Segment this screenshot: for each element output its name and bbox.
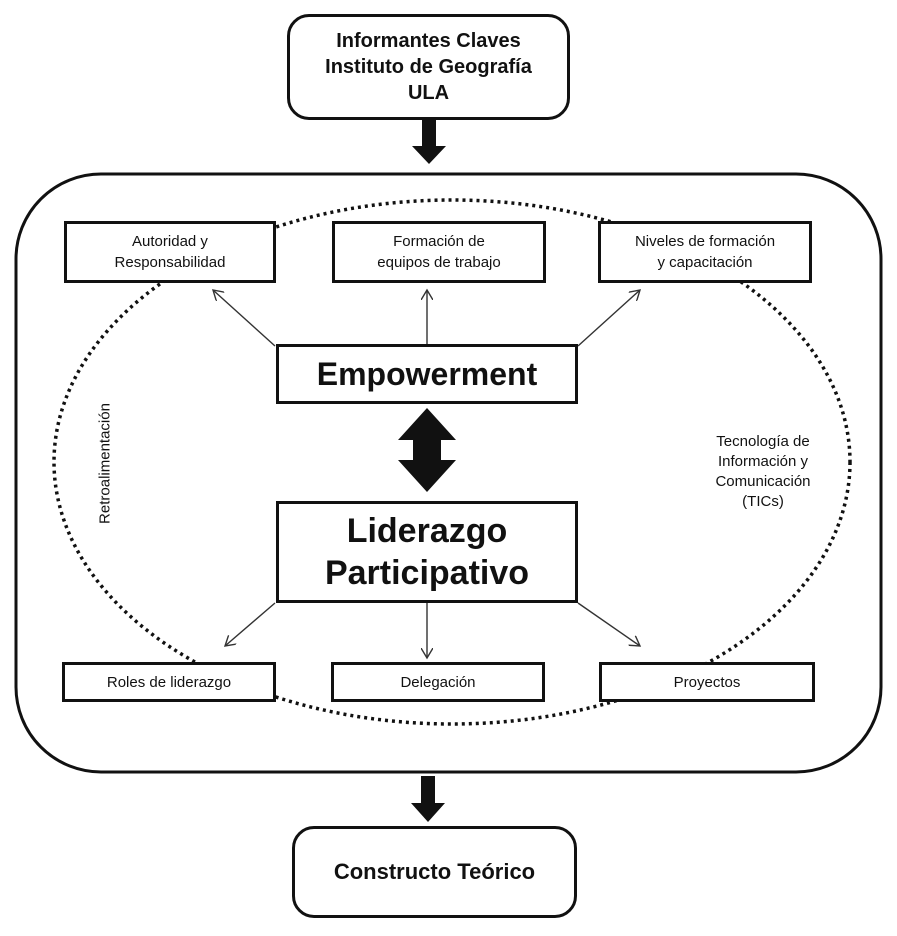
delegacion-label: Delegación bbox=[400, 673, 476, 691]
informantes-box: Informantes Claves Instituto de Geografí… bbox=[287, 14, 570, 120]
empowerment-label: Empowerment bbox=[316, 355, 538, 392]
retroalimentacion-label: Retroalimentación bbox=[96, 403, 114, 524]
roles-box: Roles de liderazgo bbox=[62, 662, 276, 702]
informantes-line-3: ULA bbox=[407, 82, 450, 104]
niveles-box: Niveles de formación y capacitación bbox=[598, 221, 812, 283]
roles-label: Roles de liderazgo bbox=[106, 673, 232, 691]
proyectos-label: Proyectos bbox=[673, 673, 741, 691]
tics-line-1: Tecnología de bbox=[716, 433, 810, 450]
liderazgo-line-2: Participativo bbox=[324, 554, 530, 592]
constructo-box: Constructo Teórico bbox=[292, 826, 577, 918]
autoridad-line-1: Autoridad y bbox=[132, 233, 208, 250]
liderazgo-box: Liderazgo Participativo bbox=[276, 501, 578, 603]
niveles-line-1: Niveles de formación bbox=[634, 233, 776, 250]
tics-label: Tecnología de Información y Comunicación… bbox=[690, 432, 836, 512]
feedback-ellipse bbox=[52, 198, 852, 726]
delegacion-box: Delegación bbox=[331, 662, 545, 702]
arrow-to-proyectos bbox=[577, 602, 640, 646]
proyectos-box: Proyectos bbox=[599, 662, 815, 702]
tics-line-4: (TICs) bbox=[742, 493, 784, 510]
main-frame bbox=[14, 172, 883, 774]
arrow-down-bottom bbox=[411, 776, 445, 822]
tics-line-2: Información y bbox=[717, 453, 809, 470]
formacion-line-1: Formación de bbox=[393, 233, 485, 250]
double-arrow bbox=[398, 408, 456, 492]
formacion-line-2: equipos de trabajo bbox=[377, 254, 501, 271]
informantes-line-1: Informantes Claves bbox=[336, 30, 521, 52]
tics-line-3: Comunicación bbox=[715, 473, 811, 490]
liderazgo-line-1: Liderazgo bbox=[346, 512, 508, 550]
niveles-line-2: y capacitación bbox=[657, 254, 753, 271]
arrow-to-roles bbox=[225, 602, 276, 646]
formacion-box: Formación de equipos de trabajo bbox=[332, 221, 546, 283]
autoridad-line-2: Responsabilidad bbox=[114, 254, 226, 271]
autoridad-box: Autoridad y Responsabilidad bbox=[64, 221, 276, 283]
constructo-label: Constructo Teórico bbox=[333, 859, 536, 884]
arrow-to-autoridad bbox=[213, 290, 276, 347]
empowerment-box: Empowerment bbox=[276, 344, 578, 404]
arrow-down-top bbox=[412, 120, 446, 164]
informantes-line-2: Instituto de Geografía bbox=[325, 56, 532, 78]
arrow-to-niveles bbox=[577, 290, 640, 347]
